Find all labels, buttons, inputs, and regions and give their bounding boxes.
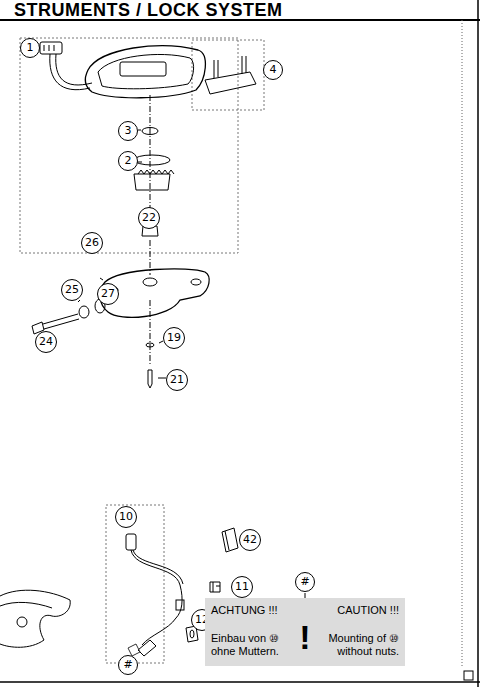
caution-symbol: ! <box>293 620 317 654</box>
callout-number: 3 <box>118 121 138 141</box>
caution-text: Mounting of ⑩ without nuts. <box>315 632 399 658</box>
callout-number: 1 <box>20 38 40 58</box>
caution-text: Einbau von ⑩ ohne Muttern. <box>211 632 295 658</box>
callout-number: 4 <box>263 60 283 80</box>
callout-number: 10 <box>115 506 137 528</box>
caution-text: ACHTUNG !!! <box>211 604 295 617</box>
callout-number: 27 <box>97 283 119 305</box>
callout-number: 21 <box>166 369 188 391</box>
page-title: STRUMENTS / LOCK SYSTEM <box>14 0 283 20</box>
callout-number: 22 <box>138 207 160 229</box>
callout-number: # <box>118 655 138 675</box>
callout-number: 11 <box>231 576 253 598</box>
callout-number: 19 <box>163 327 185 349</box>
callout-number: 2 <box>118 151 138 171</box>
caution-box: ACHTUNG !!! CAUTION !!!!Einbau von ⑩ ohne… <box>205 598 405 666</box>
callout-number: 24 <box>35 331 57 353</box>
callout-number: 25 <box>61 279 83 301</box>
caution-text: CAUTION !!! <box>315 604 399 617</box>
callout-number: 26 <box>81 232 103 254</box>
callout-number: # <box>295 572 315 592</box>
callout-number: 42 <box>239 529 261 551</box>
